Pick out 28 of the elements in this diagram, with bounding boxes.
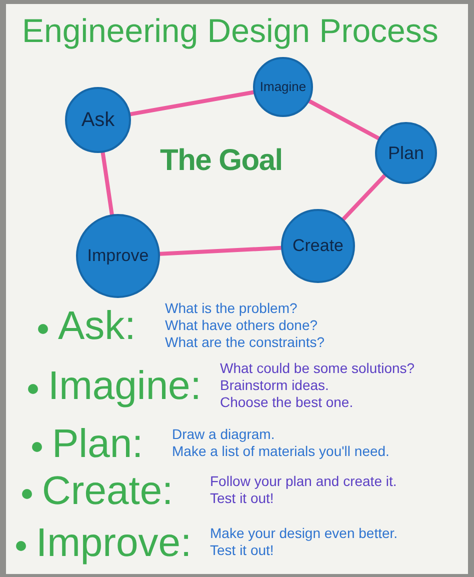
connector-line — [341, 174, 387, 222]
step-description: Test it out! — [210, 490, 274, 507]
connector-line — [100, 150, 114, 216]
step-description: What have others done? — [165, 317, 318, 334]
goal-label: The Goal — [160, 143, 282, 179]
step-heading: Plan: — [52, 421, 144, 468]
connector-line — [307, 99, 381, 140]
step-label: Create — [292, 235, 344, 258]
title: Engineering Design Process — [22, 11, 438, 51]
step-description: Draw a diagram. — [172, 426, 275, 443]
step-heading: Create: — [42, 468, 174, 515]
connector-line — [158, 246, 284, 256]
step-heading: Imagine: — [48, 363, 202, 410]
step-label: Plan — [388, 142, 424, 164]
step-description: Brainstorm ideas. — [220, 377, 329, 394]
step-description: What could be some solutions? — [220, 360, 415, 377]
step-description: Test it out! — [210, 542, 274, 559]
step-heading: Ask: — [58, 303, 136, 350]
step-description: Follow your plan and create it. — [210, 473, 397, 490]
step-description: Make a list of materials you'll need. — [172, 443, 390, 460]
step-description: Make your design even better. — [210, 525, 398, 542]
step-label: Improve — [87, 245, 149, 268]
step-heading: Improve: — [36, 520, 192, 567]
step-label: Ask — [81, 108, 115, 133]
step-label: Imagine — [260, 78, 306, 96]
step-description: Choose the best one. — [220, 394, 354, 411]
step-description: What is the problem? — [165, 300, 298, 317]
step-description: What are the constraints? — [165, 334, 325, 351]
